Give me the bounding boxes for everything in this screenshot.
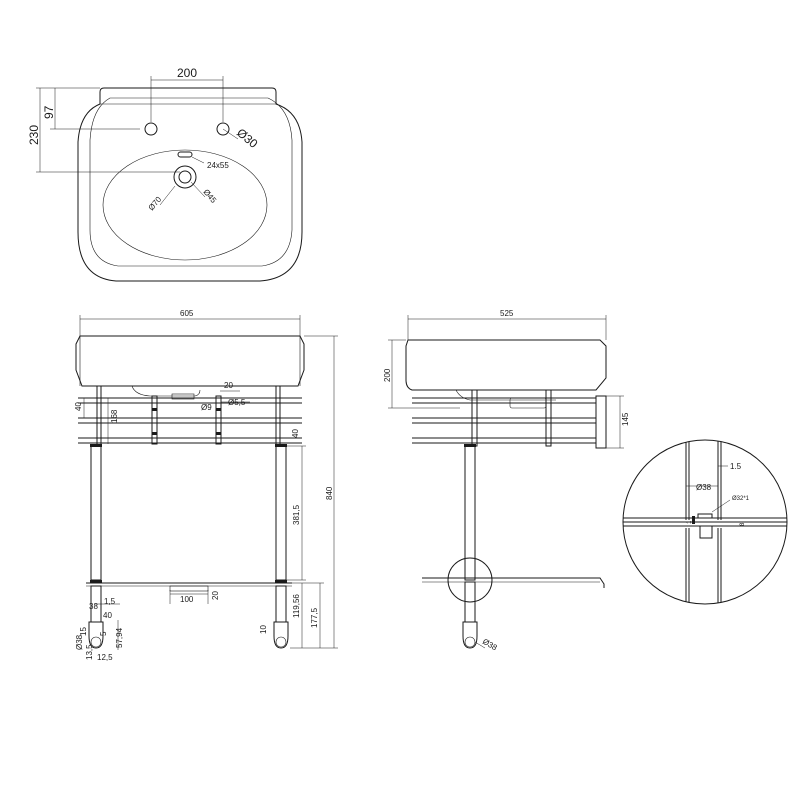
dim-tap-depth: 230 (27, 125, 41, 145)
waste-inner (178, 170, 192, 184)
dim-foot-13: 13,5 (85, 644, 94, 660)
dim-foot-5: 5 (99, 631, 108, 636)
dim-waste-inner: Ø45 (201, 188, 218, 206)
dim-bolt-inner: Ø5,5 (228, 398, 246, 407)
dim-side-width: 525 (500, 309, 514, 318)
front-leg-right (275, 445, 287, 581)
side-view: 525 200 145 Ø38 (383, 309, 630, 653)
dim-side-height: 200 (383, 368, 392, 382)
dim-foot-119: 119,56 (292, 594, 301, 618)
dim-rail-right: 40 (291, 429, 300, 438)
dim-rim-depth: 97 (42, 105, 56, 119)
dim-foot-1-5: 1,5 (104, 597, 116, 606)
side-foot (462, 621, 478, 649)
basin-inner-rim (89, 97, 293, 267)
dim-rail-gap: 168 (110, 409, 119, 423)
bracket-3 (215, 395, 222, 445)
dim-side-rail: 145 (621, 412, 630, 426)
front-view: 605 840 20 Ø9 Ø5,5 40 168 40 381,5 100 2… (74, 309, 338, 662)
overflow-slot (177, 151, 193, 158)
dim-detail-gap: 1 (687, 520, 693, 524)
bracket-2 (151, 395, 158, 445)
front-basin (75, 335, 305, 387)
dim-rail-span: 100 (180, 595, 194, 604)
side-shelf (422, 577, 605, 588)
detail-view: Ø38 1.5 Ø32*1 8 1 (622, 439, 788, 605)
tap-hole-left (144, 122, 158, 136)
front-foot-right (273, 621, 289, 649)
front-leg-left (90, 445, 102, 581)
dim-foot-12: 12,5 (97, 653, 113, 662)
dim-detail-hole: Ø32*1 (732, 496, 750, 502)
dim-detail-wall: 1.5 (730, 462, 742, 471)
waste-outer (173, 165, 197, 189)
dim-foot-57: 57,94 (115, 627, 124, 648)
dim-foot-38: 38 (89, 602, 98, 611)
dim-detail-plate: 8 (740, 522, 746, 526)
top-view: 200 97 230 Ø30 24x55 Ø70 Ø45 (27, 66, 303, 282)
dim-detail-pipe: Ø38 (696, 483, 712, 492)
dim-foot-10: 10 (259, 625, 268, 634)
dim-leg-height: 381,5 (292, 504, 301, 525)
dim-front-width: 605 (180, 309, 194, 318)
dim-tap-hole: Ø30 (234, 126, 261, 152)
dim-overflow: 24x55 (207, 161, 229, 170)
dim-bolt-outer: Ø9 (201, 403, 212, 412)
dim-side-foot: Ø38 (481, 637, 499, 653)
dim-front-height: 840 (325, 486, 334, 500)
dim-foot-40: 40 (103, 611, 112, 620)
dim-foot-15: 15 (79, 627, 88, 636)
dim-bracket: 20 (224, 381, 233, 390)
side-leg (464, 445, 476, 581)
basin-outline (77, 87, 303, 282)
bracket-1 (96, 385, 102, 447)
bowl (102, 149, 268, 261)
bracket-4 (275, 385, 281, 447)
tap-hole-right (216, 122, 230, 136)
front-foot-left (88, 621, 104, 649)
dim-rail-top: 40 (74, 402, 83, 411)
side-basin (405, 339, 607, 391)
detail-marker (447, 557, 493, 603)
side-rail-frame (595, 395, 607, 449)
dim-shelf-h: 20 (211, 591, 220, 600)
dim-foot-d38: Ø38 (75, 634, 84, 650)
dim-foot-177: 177,5 (310, 607, 319, 628)
dim-tap-spacing: 200 (177, 66, 197, 80)
